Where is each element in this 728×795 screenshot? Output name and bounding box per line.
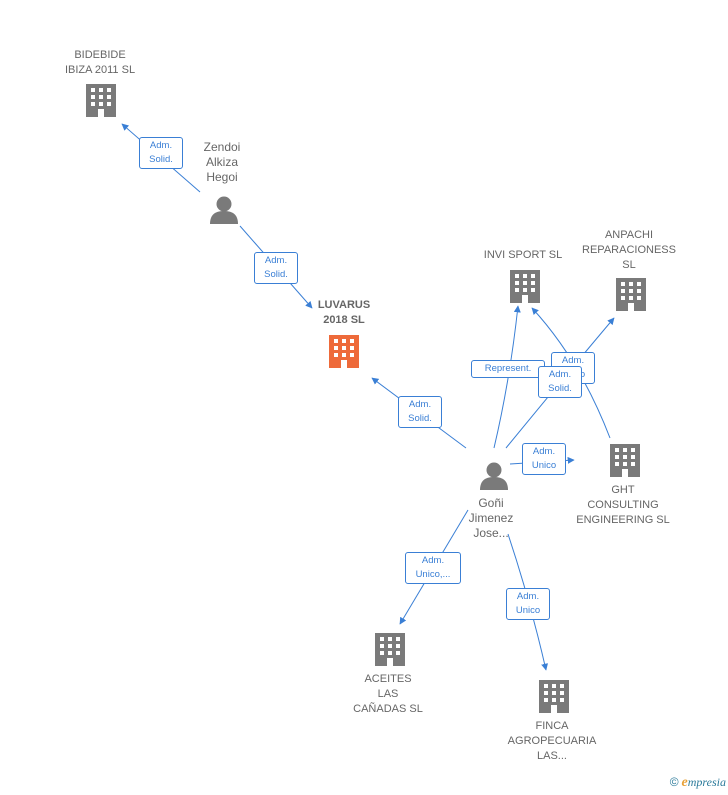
edge-label-goni-aceites: Adm. Unico,...: [405, 552, 461, 584]
building-icon: [510, 270, 540, 303]
edge-label-zendoi-bidebide: Adm. Solid.: [139, 137, 183, 169]
edge-label-goni-luvarus: Adm. Solid.: [398, 396, 442, 428]
node-label-aceites[interactable]: ACEITES LAS CAÑADAS SL: [353, 673, 423, 715]
copyright-symbol: ©: [669, 775, 679, 789]
person-icon: [210, 196, 238, 224]
person-icon: [480, 462, 508, 490]
edge-label-goni-ght: Adm. Unico: [522, 443, 566, 475]
brand-initial: e: [681, 775, 688, 790]
building-icon: [86, 84, 116, 117]
node-label-ght[interactable]: GHT CONSULTING ENGINEERING SL: [576, 484, 670, 526]
building-icon: [329, 335, 359, 368]
node-label-finca[interactable]: FINCA AGROPECUARIA LAS...: [507, 720, 597, 762]
brand-name: mpresia: [687, 775, 726, 789]
brand-watermark: ©empresia: [670, 775, 726, 791]
building-icon: [539, 680, 569, 713]
building-icon: [610, 444, 640, 477]
building-icon: [616, 278, 646, 311]
node-label-zendoi[interactable]: Zendoi Alkiza Hegoi: [203, 140, 241, 184]
node-label-bidebide[interactable]: BIDEBIDE IBIZA 2011 SL: [64, 49, 136, 76]
building-icon: [375, 633, 405, 666]
edge-label-zendoi-luvarus: Adm. Solid.: [254, 252, 298, 284]
edge-goni-invi: [493, 305, 521, 449]
node-label-invi[interactable]: INVI SPORT SL: [483, 249, 563, 261]
edge-label-goni-invi: Represent.: [471, 360, 545, 378]
node-label-luvarus[interactable]: LUVARUS 2018 SL: [317, 299, 371, 326]
edge-label-goni-finca: Adm. Unico: [506, 588, 550, 620]
node-label-anpachi[interactable]: ANPACHI REPARACIONESS SL: [582, 229, 676, 271]
node-label-goni[interactable]: Goñi Jimenez Jose...: [468, 496, 514, 540]
edge-label-ght-invi: Adm. Solid.: [538, 366, 582, 398]
